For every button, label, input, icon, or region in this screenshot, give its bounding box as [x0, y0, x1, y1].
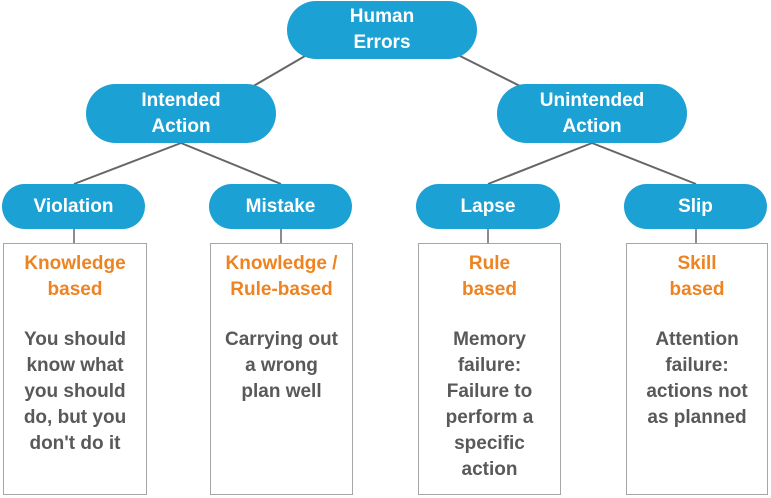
card-violation: Knowledge based You should know what you… [3, 243, 147, 495]
type-node-mistake: Mistake [209, 184, 352, 229]
type-node-violation: Violation [2, 184, 145, 229]
connector-unintended-lapse [487, 142, 593, 185]
branch-node-unintended-action: Unintended Action [497, 84, 687, 143]
card-description-slip: Attention failure: actions not as planne… [646, 329, 748, 428]
connector-intended-violation [73, 142, 182, 185]
card-description-lapse: Memory failure: Failure to perform a spe… [445, 329, 534, 480]
card-mistake: Knowledge / Rule-based Carrying out a wr… [210, 243, 353, 495]
type-node-lapse: Lapse [416, 184, 560, 229]
root-node-human-errors: Human Errors [287, 1, 477, 59]
card-basis-violation: Knowledge based [24, 253, 126, 300]
connector-intended-mistake [180, 142, 282, 185]
card-slip: Skill based Attention failure: actions n… [626, 243, 768, 495]
card-description-mistake: Carrying out a wrong plan well [225, 329, 338, 402]
card-basis-lapse: Rule based [462, 253, 517, 300]
card-lapse: Rule based Memory failure: Failure to pe… [418, 243, 561, 495]
card-description-violation: You should know what you should do, but … [23, 329, 127, 454]
connector-unintended-slip [591, 142, 697, 185]
type-node-slip: Slip [624, 184, 767, 229]
card-basis-slip: Skill based [669, 253, 725, 300]
card-basis-mistake: Knowledge / Rule-based [225, 253, 338, 300]
branch-node-intended-action: Intended Action [86, 84, 276, 143]
